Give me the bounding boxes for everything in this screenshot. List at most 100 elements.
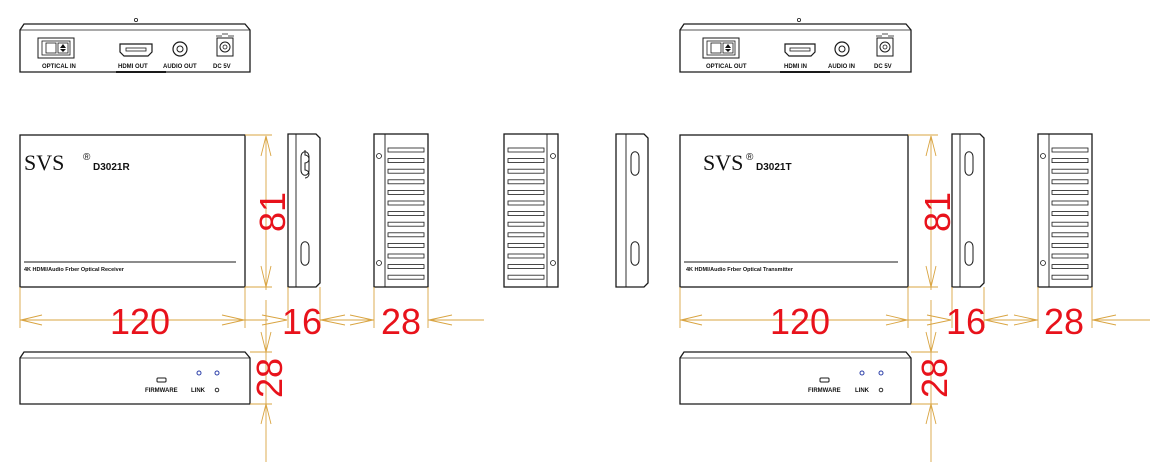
heat-sink-rib xyxy=(1051,242,1089,248)
heat-sink-rib xyxy=(507,189,545,195)
ribs xyxy=(507,147,545,280)
rear-screw-icon xyxy=(797,17,802,22)
receiver-description: 4K HDMI/Audio Frber Optical Receiver xyxy=(24,267,125,273)
heat-sink-rib xyxy=(387,179,425,185)
led-icon xyxy=(859,370,865,376)
transmitter-reg-mark: ® xyxy=(746,152,754,163)
transmitter-bracket-dim: 16 xyxy=(946,301,986,342)
heat-sink-rib xyxy=(1051,158,1089,164)
transmitter-brand: SVS xyxy=(703,150,743,175)
audio-jack-icon xyxy=(172,41,188,57)
transmitter-dimensions: 81 120 16 28 28 xyxy=(679,134,1150,462)
heat-sink-rib xyxy=(387,211,425,217)
transmitter-length-dim: 120 xyxy=(770,301,830,342)
heat-sink-rib xyxy=(507,274,545,280)
receiver-top-view: SVS ® D3021R 4K HDMI/Audio Frber Optical… xyxy=(19,134,246,288)
audio-jack-icon xyxy=(834,41,850,57)
usb-port-icon xyxy=(819,377,830,383)
heat-sink-rib xyxy=(1051,179,1089,185)
transmitter-model: D3021T xyxy=(756,162,792,173)
heat-sink-rib xyxy=(507,221,545,227)
transmitter-firmware-label: FIRMWARE xyxy=(808,388,841,394)
heat-sink-rib xyxy=(507,211,545,217)
receiver-front-height-dim: 28 xyxy=(249,358,290,398)
heat-sink-rib xyxy=(387,253,425,259)
heat-sink-rib xyxy=(507,232,545,238)
transmitter-group: OPTICAL OUT HDMI IN AUDIO IN DC 5V xyxy=(679,17,1150,462)
heat-sink-rib xyxy=(387,242,425,248)
heat-sink-rib xyxy=(507,158,545,164)
receiver-height-dim: 81 xyxy=(252,192,293,232)
heat-sink-rib xyxy=(387,232,425,238)
heat-sink-rib xyxy=(507,253,545,259)
receiver-hdmi-label: HDMI OUT xyxy=(118,64,148,70)
heat-sink-rib xyxy=(387,221,425,227)
receiver-model: D3021R xyxy=(93,162,130,173)
heat-sink-rib xyxy=(387,147,425,153)
usb-port-icon xyxy=(156,377,167,383)
led-icon xyxy=(878,370,884,376)
heat-sink-rib xyxy=(387,158,425,164)
transmitter-front-view: FIRMWARE LINK xyxy=(679,351,912,405)
optical-port-icon xyxy=(702,37,740,59)
rear-screw-icon xyxy=(133,17,138,22)
heat-sink-rib xyxy=(1051,147,1089,153)
receiver-ribbed-side-mirror xyxy=(503,133,559,288)
receiver-optical-label: OPTICAL IN xyxy=(42,64,76,70)
heat-sink-rib xyxy=(1051,189,1089,195)
hdmi-port-icon xyxy=(784,43,816,57)
receiver-rear-panel: OPTICAL IN HDMI OUT AUDIO OUT DC 5V xyxy=(19,17,251,73)
heat-sink-rib xyxy=(507,242,545,248)
heat-sink-rib xyxy=(1051,274,1089,280)
heat-sink-rib xyxy=(387,200,425,206)
receiver-audio-label: AUDIO OUT xyxy=(163,64,197,70)
heat-sink-rib xyxy=(387,264,425,270)
receiver-reg-mark: ® xyxy=(83,152,91,163)
heat-sink-rib xyxy=(507,179,545,185)
ribs xyxy=(387,147,425,280)
heat-sink-rib xyxy=(1051,253,1089,259)
heat-sink-rib xyxy=(507,147,545,153)
heat-sink-rib xyxy=(1051,200,1089,206)
receiver-brand: SVS xyxy=(24,150,64,175)
led-icon xyxy=(196,370,202,376)
dc-jack-icon xyxy=(876,33,894,57)
transmitter-ribbed-side xyxy=(1037,133,1093,288)
heat-sink-rib xyxy=(1051,232,1089,238)
transmitter-optical-label: OPTICAL OUT xyxy=(706,64,747,70)
transmitter-dc-label: DC 5V xyxy=(874,64,892,70)
receiver-side-bracket-mirror xyxy=(615,133,649,288)
heat-sink-rib xyxy=(1051,264,1089,270)
hdmi-port-icon xyxy=(119,43,153,57)
heat-sink-rib xyxy=(387,168,425,174)
heat-sink-rib xyxy=(507,168,545,174)
receiver-group: OPTICAL IN HDMI OUT AUDIO OUT DC 5V xyxy=(19,17,649,462)
led-icon xyxy=(214,370,220,376)
heat-sink-rib xyxy=(387,274,425,280)
heat-sink-rib xyxy=(1051,168,1089,174)
receiver-link-label: LINK xyxy=(191,388,206,394)
receiver-dimensions: 81 120 16 28 28 xyxy=(19,134,484,462)
transmitter-depth-dim: 28 xyxy=(1044,301,1084,342)
transmitter-top-view: SVS ® D3021T 4K HDMI/Audio Frber Optical… xyxy=(679,134,909,288)
receiver-bracket-dim: 16 xyxy=(282,301,322,342)
transmitter-height-dim: 81 xyxy=(917,192,958,232)
optical-port-icon xyxy=(37,37,75,59)
receiver-depth-dim: 28 xyxy=(381,301,421,342)
transmitter-link-label: LINK xyxy=(855,388,870,394)
dc-jack-icon xyxy=(216,33,234,57)
transmitter-hdmi-label: HDMI IN xyxy=(784,64,807,70)
heat-sink-rib xyxy=(507,264,545,270)
heat-sink-rib xyxy=(1051,211,1089,217)
heat-sink-rib xyxy=(507,200,545,206)
receiver-ribbed-side xyxy=(373,133,429,288)
receiver-length-dim: 120 xyxy=(110,301,170,342)
receiver-dc-label: DC 5V xyxy=(213,64,231,70)
receiver-firmware-label: FIRMWARE xyxy=(145,388,178,394)
transmitter-audio-label: AUDIO IN xyxy=(828,64,855,70)
heat-sink-rib xyxy=(1051,221,1089,227)
transmitter-description: 4K HDMI/Audio Frber Optical Transmitter xyxy=(686,267,794,273)
transmitter-rear-panel: OPTICAL OUT HDMI IN AUDIO IN DC 5V xyxy=(679,17,912,73)
heat-sink-rib xyxy=(387,189,425,195)
